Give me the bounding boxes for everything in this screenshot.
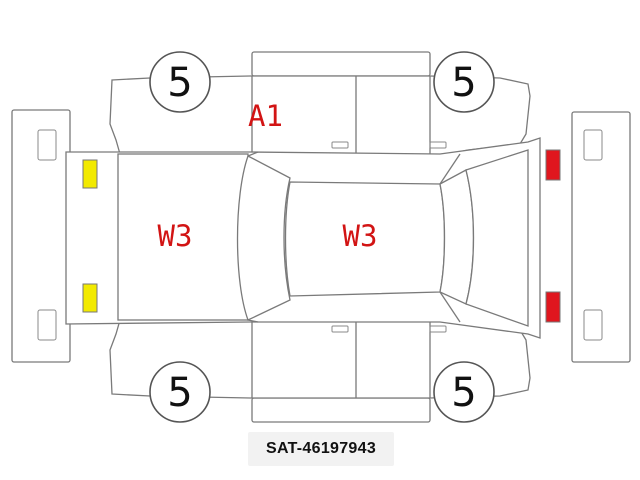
wheel-rear-left: 5 bbox=[433, 51, 495, 113]
damage-mark-hood: W3 bbox=[158, 219, 193, 253]
damage-mark-roof: W3 bbox=[343, 219, 378, 253]
tire-grade-rear-left: 5 bbox=[451, 60, 476, 106]
upper-side-profile bbox=[109, 75, 531, 157]
rear-window bbox=[439, 169, 475, 305]
wheel-front-right: 5 bbox=[149, 361, 211, 423]
top-side-skirt bbox=[251, 51, 431, 77]
top-doors bbox=[251, 76, 447, 154]
bottom-doors bbox=[251, 320, 447, 398]
reference-code-box bbox=[248, 432, 394, 466]
rear-deck bbox=[465, 149, 529, 327]
wheel-front-left: 5 bbox=[149, 51, 211, 113]
lower-side-profile bbox=[109, 317, 531, 399]
front-lamp-right bbox=[82, 283, 98, 313]
hood bbox=[117, 153, 249, 321]
reference-code: SAT-46197943 bbox=[265, 440, 377, 457]
tire-grade-front-right: 5 bbox=[167, 370, 192, 416]
damage-mark-door: A1 bbox=[248, 99, 283, 133]
rear-lamp-right bbox=[545, 291, 561, 323]
front-bumper bbox=[11, 109, 71, 363]
front-lamp-left bbox=[82, 159, 98, 189]
bottom-side-skirt bbox=[251, 397, 431, 423]
wheel-rear-right: 5 bbox=[433, 361, 495, 423]
rear-lamp-left bbox=[545, 149, 561, 181]
pillar-lines bbox=[247, 151, 461, 323]
rear-bumper bbox=[571, 111, 631, 363]
tire-grade-front-left: 5 bbox=[167, 60, 192, 106]
windshield bbox=[236, 155, 291, 321]
tire-grade-rear-right: 5 bbox=[451, 370, 476, 416]
